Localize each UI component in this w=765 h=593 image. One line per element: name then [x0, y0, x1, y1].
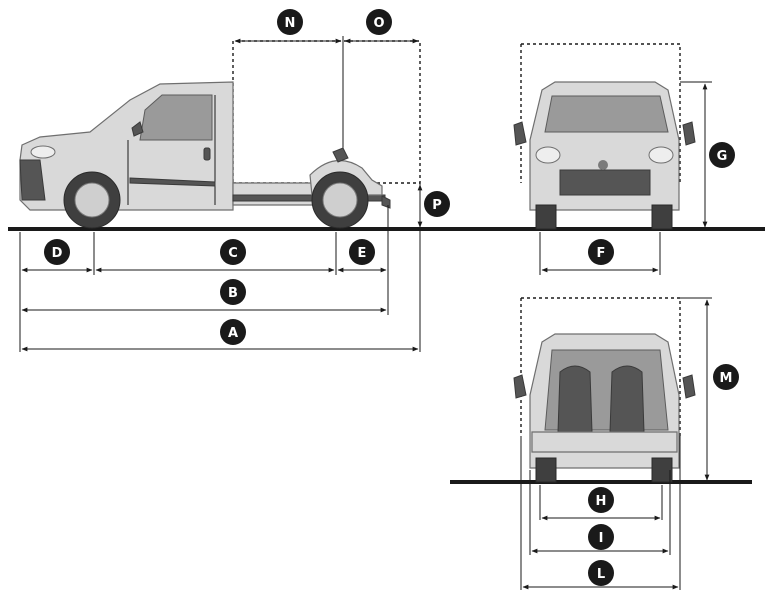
- label-badge-m: M: [713, 364, 739, 390]
- label-badge-c: C: [220, 239, 246, 265]
- label-badge-o: O: [366, 9, 392, 35]
- label-l: L: [597, 567, 605, 582]
- label-n: N: [285, 16, 296, 31]
- label-o: O: [373, 16, 384, 31]
- label-g: G: [717, 149, 728, 164]
- side-view: [8, 36, 765, 352]
- label-m: M: [720, 371, 733, 386]
- label-c: C: [228, 246, 238, 261]
- label-p: P: [432, 198, 442, 213]
- label-badge-n: N: [277, 9, 303, 35]
- label-badge-i: I: [588, 524, 614, 550]
- label-d: D: [52, 246, 63, 261]
- front-view: [513, 43, 712, 275]
- label-badge-a: A: [220, 319, 246, 345]
- label-badge-d: D: [44, 239, 70, 265]
- label-badge-l: L: [588, 560, 614, 586]
- rear-view: [450, 297, 752, 590]
- label-badge-e: E: [349, 239, 375, 265]
- label-badge-p: P: [424, 191, 450, 217]
- label-badge-g: G: [709, 142, 735, 168]
- label-h: H: [596, 494, 607, 509]
- label-badge-h: H: [588, 487, 614, 513]
- label-f: F: [597, 246, 606, 261]
- label-badge-b: B: [220, 279, 246, 305]
- front-load-box: [520, 43, 681, 183]
- label-badge-f: F: [588, 239, 614, 265]
- side-load-box: [232, 40, 421, 184]
- label-b: B: [228, 286, 238, 301]
- label-e: E: [358, 246, 367, 261]
- van-rear: [513, 333, 696, 483]
- label-i: I: [599, 531, 604, 546]
- van-front: [513, 81, 696, 230]
- pickup-truck-side: [19, 81, 391, 229]
- label-a: A: [228, 326, 238, 341]
